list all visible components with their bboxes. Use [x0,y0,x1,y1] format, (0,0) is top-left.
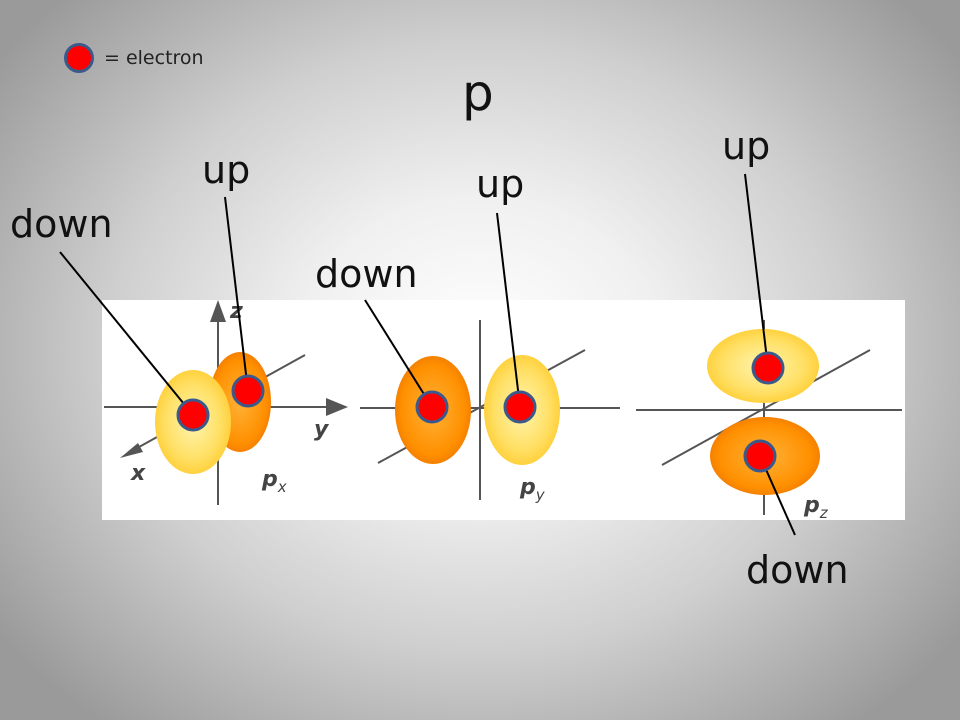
legend: = electron [64,41,204,75]
electron-legend-icon [64,43,94,73]
spin-label-py-up: up [476,162,525,206]
x-axis-arrow-icon [120,443,143,458]
pz-label: pz [803,493,829,522]
z-axis-label: z [229,299,243,324]
spin-label-pz-up: up [722,124,771,168]
spin-label-pz-down: down [746,548,849,592]
py-label-symbol: p [519,475,536,500]
pz-depth-axis [661,349,871,466]
electron-py-down [415,390,449,424]
leader-line-px-up [224,196,249,392]
electron-pz-down [743,439,777,473]
px-label: px [261,467,287,496]
leader-line-pz-up [744,173,769,369]
pz-label-subscript: z [819,504,829,522]
leader-line-py-up [496,212,521,408]
py-label-subscript: y [535,486,546,504]
electron-px-up [231,374,265,408]
py-label: py [519,475,546,504]
electrons [176,351,785,473]
spin-label-py-down: down [315,252,418,296]
legend-text: = electron [104,47,204,69]
z-axis-arrow-icon [210,300,226,322]
leader-line-px-down [59,251,194,416]
leader-lines [59,173,796,536]
pz-label-symbol: p [803,493,820,518]
px-label-symbol: p [261,467,278,492]
px-label-subscript: x [277,478,287,496]
spin-label-px-up: up [202,148,251,192]
y-axis-arrow-icon [326,398,348,416]
page-title: p [462,64,494,122]
electron-py-up [503,390,537,424]
electron-px-down [176,398,210,432]
x-axis-label: x [130,461,146,486]
spin-label-px-down: down [10,202,113,246]
y-axis-label: y [314,417,330,442]
electron-pz-up [751,351,785,385]
leader-line-py-down [364,299,433,408]
